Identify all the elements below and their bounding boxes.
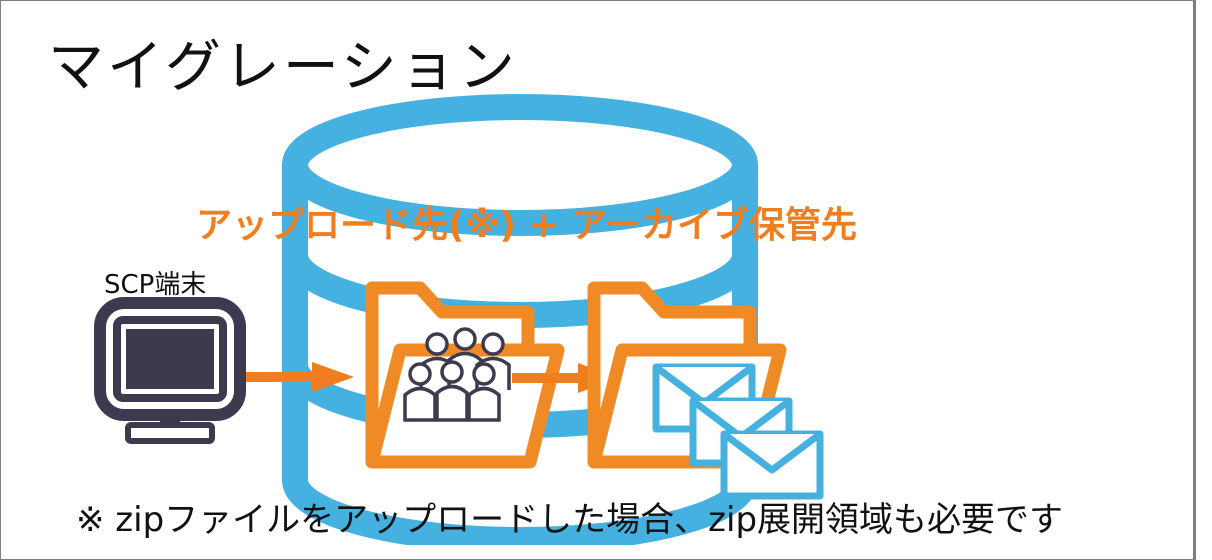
terminal-label: SCP端末	[104, 270, 207, 300]
computer-terminal-icon	[94, 297, 246, 444]
footnote: ※ zipファイルをアップロードした場合、zip展開領域も必要です	[76, 500, 1064, 540]
slide-title: マイグレーション	[48, 35, 518, 100]
arrow-icon	[246, 362, 354, 392]
users-group-icon	[403, 327, 511, 422]
mail-icon	[720, 430, 824, 500]
storage-headline: アップロード先(※) + アーカイブ保管先	[196, 205, 857, 246]
migration-diagram	[94, 94, 824, 545]
